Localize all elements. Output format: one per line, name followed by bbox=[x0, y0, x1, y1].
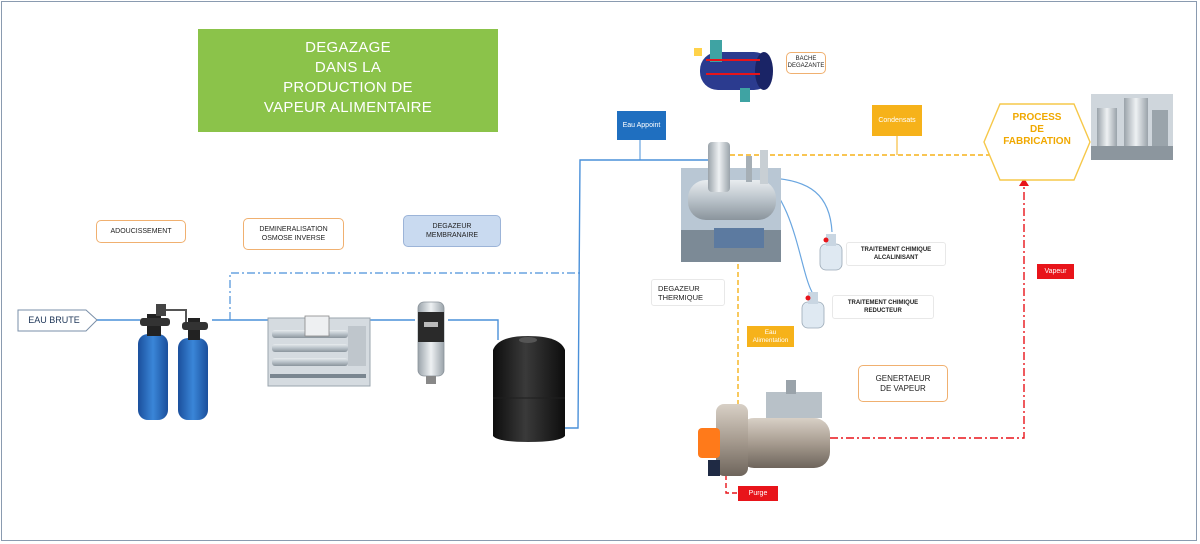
vapeur-text: Vapeur bbox=[1044, 268, 1067, 275]
diagram-title: DEGAZAGE DANS LA PRODUCTION DE VAPEUR AL… bbox=[198, 29, 498, 132]
generateur-text-1: GENERTAEUR bbox=[875, 373, 931, 383]
condensats-text: Condensats bbox=[878, 117, 916, 124]
degazeur-membranaire-text-1: DEGAZEUR bbox=[432, 223, 472, 230]
bache-degazante-label: BACHE DEGAZANTE bbox=[786, 52, 826, 74]
traitement-reducteur-text-2: REDUCTEUR bbox=[864, 308, 902, 314]
traitement-alcalinisant-text-1: TRAITEMENT CHIMIQUE bbox=[860, 247, 932, 253]
softener-equipment bbox=[138, 304, 208, 420]
eau-brute-arrow bbox=[17, 309, 98, 332]
degazeur-thermique-text-1: DEGAZEUR bbox=[658, 283, 700, 293]
eau-brute-label: EAU BRUTE bbox=[28, 315, 80, 325]
bache-degazante-text-1: BACHE bbox=[795, 56, 817, 62]
process-text-1: PROCESS bbox=[1012, 112, 1062, 123]
traitement-alcalinisant-text-2: ALCALINISANT bbox=[873, 255, 919, 261]
steam-boiler-equipment bbox=[698, 380, 830, 476]
degazeur-membranaire-label: DEGAZEUR MEMBRANAIRE bbox=[403, 215, 501, 247]
process-plant-equipment bbox=[1091, 94, 1173, 160]
osmosis-equipment bbox=[267, 315, 371, 387]
water-line-5 bbox=[565, 159, 712, 429]
degazeur-thermique-label: DEGAZEUR THERMIQUE bbox=[651, 279, 725, 306]
steam-line bbox=[830, 180, 1025, 439]
eau-alimentation-text-1: Eau bbox=[764, 328, 777, 336]
eau-appoint-tag: Eau Appoint bbox=[617, 111, 666, 140]
traitement-alcalinisant-label: TRAITEMENT CHIMIQUE ALCALINISANT bbox=[846, 242, 946, 266]
steam-arrow bbox=[1019, 178, 1029, 186]
process-text-3: FABRICATION bbox=[1003, 136, 1071, 147]
dosing-pot-alcalinisant bbox=[819, 234, 843, 271]
title-line-2: DANS LA bbox=[314, 59, 382, 76]
process-label: PROCESS DE FABRICATION bbox=[990, 112, 1084, 148]
purge-text: Purge bbox=[748, 490, 768, 497]
demineralisation-label: DEMINERALISATION OSMOSE INVERSE bbox=[243, 218, 344, 250]
process-text-2: DE bbox=[1030, 124, 1044, 135]
title-line-1: DEGAZAGE bbox=[305, 39, 391, 56]
purge-tag: Purge bbox=[738, 486, 778, 501]
bache-degazante-text-2: DEGAZANTE bbox=[787, 63, 825, 69]
dosing-pot-reducteur bbox=[801, 292, 825, 329]
generateur-text-2: DE VAPEUR bbox=[880, 383, 926, 393]
generateur-label: GENERTAEUR DE VAPEUR bbox=[858, 365, 948, 402]
condensats-tag: Condensats bbox=[872, 105, 922, 136]
water-line-4 bbox=[448, 319, 499, 340]
adoucissement-label: ADOUCISSEMENT bbox=[96, 220, 186, 243]
traitement-reducteur-label: TRAITEMENT CHIMIQUE REDUCTEUR bbox=[832, 295, 934, 319]
adoucissement-text: ADOUCISSEMENT bbox=[110, 228, 172, 235]
demineralisation-text-1: DEMINERALISATION bbox=[259, 226, 328, 233]
traitement-reducteur-text-1: TRAITEMENT CHIMIQUE bbox=[847, 300, 919, 306]
dosing-line-1 bbox=[769, 177, 833, 233]
process-hexagon bbox=[983, 103, 1091, 181]
title-line-4: VAPEUR ALIMENTAIRE bbox=[263, 99, 433, 116]
title-line-3: PRODUCTION DE bbox=[283, 79, 413, 96]
eau-alimentation-text-2: Alimentation bbox=[752, 336, 789, 344]
degazeur-thermique-text-2: THERMIQUE bbox=[658, 292, 703, 302]
bypass-line bbox=[229, 272, 580, 320]
demineralisation-text-2: OSMOSE INVERSE bbox=[261, 235, 326, 242]
storage-tank-equipment bbox=[493, 336, 565, 442]
purge-line bbox=[725, 475, 738, 494]
eau-appoint-text: Eau Appoint bbox=[622, 122, 661, 129]
bache-degazante-equipment bbox=[694, 40, 773, 102]
thermal-degasser-equipment bbox=[681, 142, 781, 262]
membrane-degasser-equipment bbox=[417, 301, 445, 384]
degazeur-membranaire-text-2: MEMBRANAIRE bbox=[425, 232, 479, 239]
vapeur-tag: Vapeur bbox=[1037, 264, 1074, 279]
eau-alimentation-tag: Eau Alimentation bbox=[747, 326, 794, 347]
